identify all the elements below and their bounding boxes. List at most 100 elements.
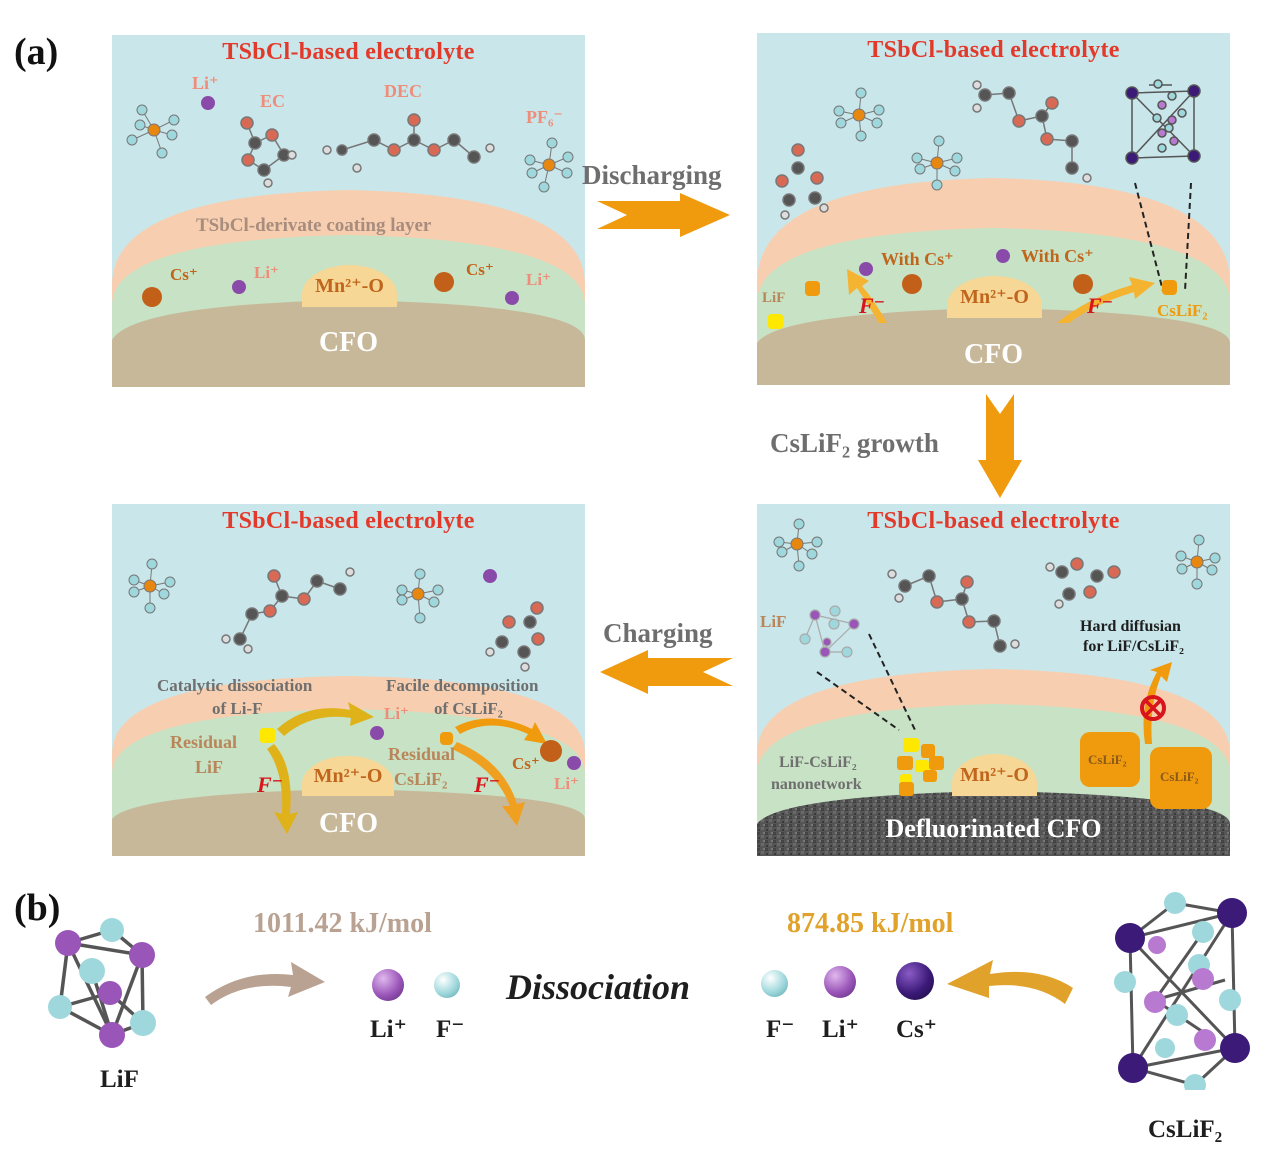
ec-label: EC [260, 91, 286, 111]
blocked-diffusion-arrow-icon [1143, 662, 1172, 744]
lif-dissociation-arrow-icon [205, 962, 325, 1005]
nanonetwork-label: LiF-CsLiF₂ [779, 754, 857, 771]
ec-molecule [775, 143, 829, 220]
lif-label: LiF [760, 612, 787, 631]
li-ion [232, 280, 246, 294]
li-ion [859, 262, 873, 276]
li-ion [370, 726, 384, 740]
panel-discharged-state: TSbCl-based electrolyte With Cs⁺ With Cs… [757, 33, 1230, 385]
lif-crystal [48, 918, 156, 1048]
panel-title: TSbCl-based electrolyte [222, 508, 475, 534]
pf6-label: PF₆⁻ [526, 107, 563, 127]
mn-o-region: Mn²⁺-O [952, 754, 1037, 796]
cs-ion-label: Cs⁺ [896, 1016, 937, 1043]
panel-title: TSbCl-based electrolyte [867, 508, 1120, 534]
nanonetwork-label: nanonetwork [771, 776, 862, 793]
with-cs-label: With Cs⁺ [1021, 246, 1094, 266]
defluorinated-cfo-texture [757, 791, 1230, 856]
residual-lif-particle [260, 728, 275, 743]
pf6-molecule [911, 135, 963, 191]
residual-cslif2-label: Residual [388, 744, 456, 764]
zoom-callout-line [868, 633, 916, 731]
f-ion-arrow-icon [847, 269, 887, 323]
li-ion [483, 569, 497, 583]
cs-label: Cs⁺ [512, 754, 540, 773]
li-label: Li⁺ [254, 263, 280, 282]
discharging-arrow-icon [597, 193, 730, 237]
lif-label: LiF [762, 290, 786, 306]
cslif2-crystal [1114, 892, 1250, 1090]
f-ion-sphere [434, 972, 460, 998]
li-ion-label: Li⁺ [370, 1016, 407, 1043]
dec-molecule [887, 569, 1020, 653]
cfo-label: CFO [318, 808, 379, 839]
f-minus-label: F⁻ [1087, 293, 1114, 318]
dissociation-label: Dissociation [506, 967, 691, 1007]
pf6-molecule [524, 137, 574, 193]
cslif2-block [1080, 732, 1140, 787]
li-ion [996, 249, 1010, 263]
charging-arrow-icon [600, 650, 733, 694]
residual-cslif2-label: CsLiF₂ [394, 769, 448, 789]
pf6-molecule [773, 518, 823, 572]
li-ion [201, 96, 215, 110]
panel-grown-state: TSbCl-based electrolyte LiF Hard diffusi… [757, 504, 1230, 856]
pf6-molecule [396, 568, 444, 624]
facile-decomposition-label: Facile decomposition [386, 676, 539, 695]
f-ion-arrow-icon [1057, 277, 1155, 323]
f-minus-label: F⁻ [859, 293, 886, 318]
charging-label: Charging [603, 618, 713, 648]
cslif2-dissociation-arrow-icon [947, 960, 1073, 1004]
zoom-callout-line [1184, 182, 1192, 292]
dec-label: DEC [384, 81, 423, 101]
ec-molecule [240, 116, 297, 188]
residual-cslif2-particle [440, 732, 453, 745]
cs-ion [142, 287, 162, 307]
decomposition-arrow-icon [455, 718, 547, 744]
layer-background [757, 79, 1230, 385]
dec-molecule [322, 113, 495, 173]
f-ion-sphere [761, 970, 788, 997]
f-ion-label: F⁻ [436, 1016, 465, 1043]
blocked-icon [1140, 695, 1166, 721]
hard-diffusion-label: Hard diffusian [1080, 618, 1181, 635]
growth-arrow-icon [978, 394, 1022, 498]
residual-lif-label: LiF [195, 757, 224, 777]
cs-ion [902, 274, 922, 294]
panel-b-label: (b) [14, 887, 61, 929]
discharging-label: Discharging [582, 160, 722, 190]
zoom-callout-line [816, 671, 900, 731]
cs-ion [1073, 274, 1093, 294]
decomposition-arrow-icon [452, 742, 525, 826]
mn-o-region: Mn²⁺-O [302, 265, 397, 307]
catalytic-dissociation-label: Catalytic dissociation [157, 676, 313, 695]
cslif2-block-label: CsLiF₂ [1088, 752, 1127, 767]
lif-label: LiF [100, 1066, 139, 1093]
dec-molecule [972, 80, 1092, 183]
dissociation-arrow-icon [277, 702, 374, 736]
li-ion-sphere [372, 969, 404, 1001]
mn-o-region: Mn²⁺-O [302, 756, 394, 796]
panel-a-label: (a) [14, 31, 59, 73]
li-ion [567, 756, 581, 770]
cs-label: Cs⁺ [466, 260, 494, 279]
pf6-molecule [1175, 534, 1221, 590]
hard-diffusion-label: for LiF/CsLiF₂ [1083, 638, 1184, 655]
f-minus-label: F⁻ [257, 772, 284, 797]
cslif2-label: CsLiF₂ [1148, 1116, 1223, 1143]
li-ion-label: Li⁺ [822, 1016, 859, 1043]
cslif2-energy-value: 874.85 kJ/mol [787, 908, 954, 939]
li-ion-sphere [824, 966, 856, 998]
li-label: Li⁺ [554, 774, 580, 793]
dissociation-arrow-icon [267, 744, 298, 834]
li-label: Li⁺ [192, 73, 219, 93]
cs-ion-sphere [896, 962, 934, 1000]
ec-molecule [1045, 557, 1121, 609]
panel-title: TSbCl-based electrolyte [867, 37, 1120, 63]
li-ion [505, 291, 519, 305]
residual-lif-label: Residual [170, 732, 238, 752]
cslif2-crystal [1125, 79, 1201, 165]
panel-charged-state: TSbCl-based electrolyte Catalytic dissoc… [112, 504, 585, 856]
mn-o-region: Mn²⁺-O [947, 276, 1042, 318]
cs-ion [540, 740, 562, 762]
